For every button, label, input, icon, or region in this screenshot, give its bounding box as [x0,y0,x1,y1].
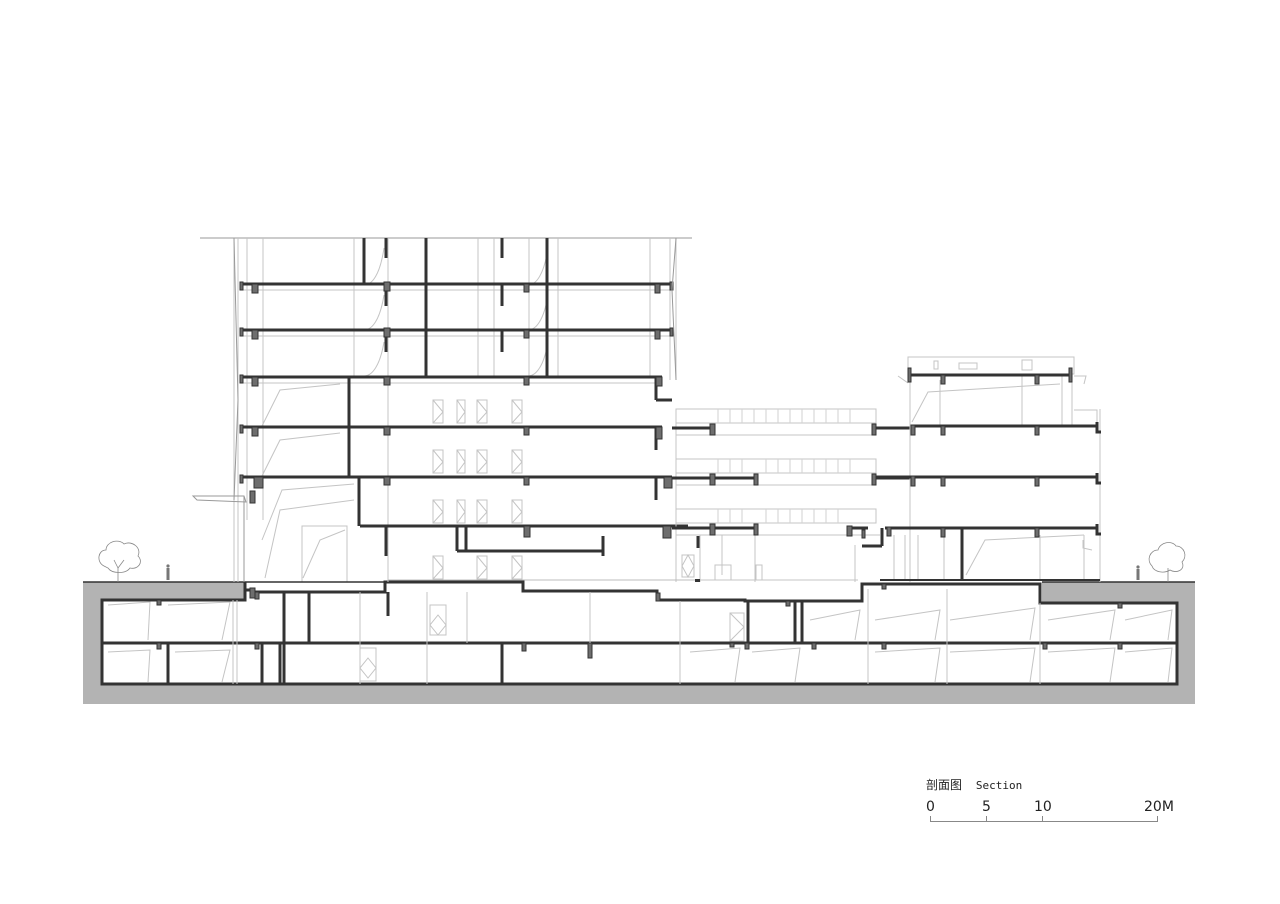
atrium-columns [709,423,877,539]
basement-partitions [166,592,804,684]
right-block-projection [893,356,1101,582]
person-icon-left [166,564,170,580]
legend-title-cn: 剖面图 [926,778,963,792]
earth-fill [83,582,1195,704]
scale-label-20m: 20M [1144,799,1174,815]
scale-tick [1042,816,1043,822]
legend-title-en: Section [975,779,1023,792]
tower-columns [239,281,674,539]
right-block-columns [886,367,1073,538]
scale-label-0: 0 [926,799,935,815]
tower-projection [233,238,677,583]
tree-icon-left [98,540,141,582]
tower-walls [347,238,672,556]
atrium-projection [675,408,880,582]
tower-slabs [240,282,688,556]
scale-label-5: 5 [982,799,991,815]
person-icon-right [1136,565,1140,580]
tree-icon-right [1148,542,1186,582]
legend: 剖面图 Section 0 5 10 20M [926,776,1176,836]
atrium-slabs [672,426,912,548]
basement-columns [156,583,1123,659]
scale-label-10: 10 [1034,799,1052,815]
scale-bar [930,821,1158,822]
basement-projection [107,589,1173,684]
ground-floor-slab [243,581,385,599]
small-marker [695,579,700,582]
door-symbols [432,399,695,580]
scale-tick [1157,816,1158,822]
legend-title: 剖面图 Section [926,776,1022,793]
scale-tick [930,816,931,822]
tower-facade [191,237,677,582]
scale-tick [986,816,987,822]
